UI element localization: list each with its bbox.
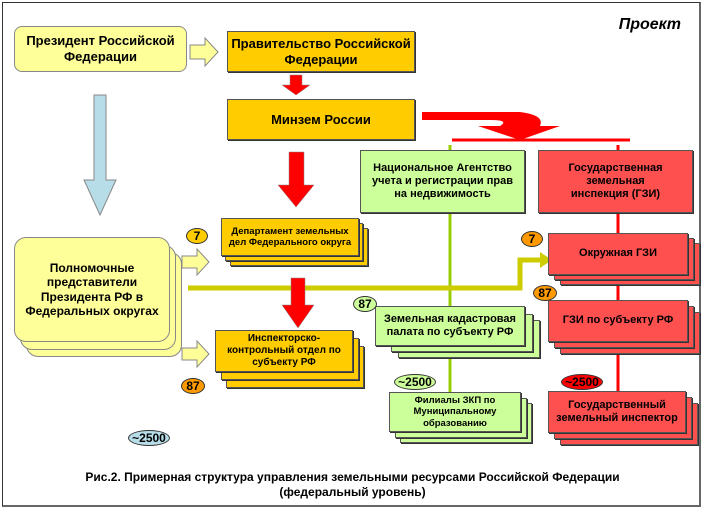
national-agency-box: Национальное Агентство учета и регистрац… [360,150,525,213]
badge-plenipotentiaries: ~2500 [128,430,170,446]
badge-inspection: 87 [181,378,205,394]
badge-department: 7 [186,228,208,244]
minzem-box: Минзем России [227,99,415,140]
gzi-box: Государственная земельная инспекция (ГЗИ… [538,150,693,213]
pale-arrow-to-inspection [181,339,210,369]
red-arrow-department-inspection [281,277,315,329]
inspector-box: Государственный земельный инспектор [548,391,686,433]
red-curved-arrow [422,112,560,140]
gzi-subject-label: ГЗИ по субъекту РФ [562,314,674,327]
project-label: Проект [618,16,681,33]
badge-cadastral: 87 [353,296,377,312]
cadastral-box: Земельная кадастровая палата по субъекту… [375,306,525,346]
national-agency-label: Национальное Агентство учета и регистрац… [372,161,513,201]
zkp-box: Филиалы ЗКП по Муниципальному образовани… [389,392,521,432]
olive-connector-line [188,257,540,291]
red-arrow-government-minzem [281,74,311,96]
minzem-label: Минзем России [271,111,371,127]
caption-line-1: Рис.2. Примерная структура управления зе… [85,470,620,484]
pale-arrow-to-department [181,247,210,277]
badge-inspector: ~2500 [561,374,603,390]
diagram-frame [2,2,701,507]
badge-district-gzi: 7 [521,231,543,247]
gzi-label: Государственная земельная инспекция (ГЗИ… [568,161,663,201]
plenipotentiaries-box: Полномочные представители Президента РФ … [14,237,170,342]
caption-line-2: (федеральный уровень) [279,485,426,499]
figure-caption: Рис.2. Примерная структура управления зе… [0,470,705,500]
president-box: Президент Российской Федерации [14,26,187,72]
cadastral-label: Земельная кадастровая палата по субъекту… [384,312,516,338]
department-box: Департамент земельных дел Федерального о… [221,218,359,256]
district-gzi-box: Окружная ГЗИ [548,233,688,275]
gzi-subject-box: ГЗИ по субъекту РФ [548,300,688,342]
government-box: Правительство Российской Федерации [227,31,415,72]
zkp-label: Филиалы ЗКП по Муниципальному образовани… [413,394,497,429]
district-gzi-label: Окружная ГЗИ [579,247,657,260]
olive-arrowhead [540,252,552,268]
inspector-label: Государственный земельный инспектор [556,398,678,424]
department-label: Департамент земельных дел Федерального о… [228,225,352,248]
badge-gzi-subject: 87 [533,285,557,301]
inspection-box: Инспекторско-контрольный отдел по субъек… [215,330,353,372]
plenipotentiaries-label: Полномочные представители Президента РФ … [25,260,159,318]
pale-arrow-president-government [189,36,219,68]
inspection-label: Инспекторско-контрольный отдел по субъек… [227,333,341,368]
badge-zkp: ~2500 [394,374,436,390]
blue-down-arrow [83,94,117,217]
president-label: Президент Российской Федерации [26,33,175,64]
red-arrow-minzem-department [277,151,315,208]
government-label: Правительство Российской Федерации [231,35,411,67]
